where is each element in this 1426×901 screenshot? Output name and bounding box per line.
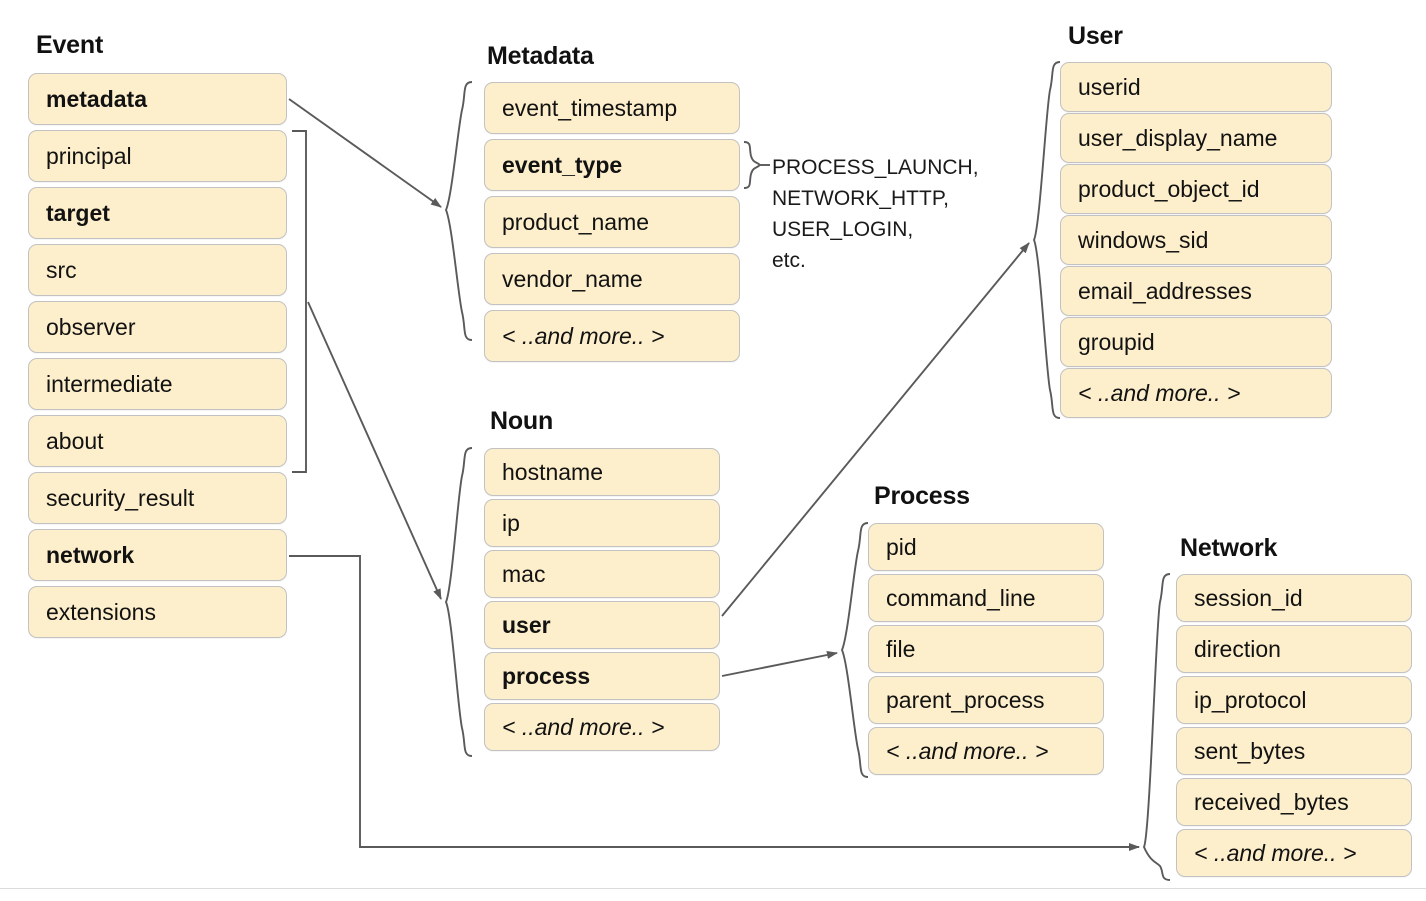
brace-noun <box>444 447 473 757</box>
field-user-groupid[interactable]: groupid <box>1060 317 1332 367</box>
brace-event-type <box>743 141 762 189</box>
field-event-principal[interactable]: principal <box>28 130 287 182</box>
field-process-file[interactable]: file <box>868 625 1104 673</box>
field-metadata-product-name[interactable]: product_name <box>484 196 740 248</box>
field-event-extensions[interactable]: extensions <box>28 586 287 638</box>
field-event-src[interactable]: src <box>28 244 287 296</box>
bottom-divider <box>0 888 1426 889</box>
group-title-metadata: Metadata <box>487 42 594 70</box>
brace-process <box>840 522 869 778</box>
field-event-security-result[interactable]: security_result <box>28 472 287 524</box>
field-event-about[interactable]: about <box>28 415 287 467</box>
link-metadata <box>288 98 442 208</box>
field-event-metadata[interactable]: metadata <box>28 73 287 125</box>
event-type-values-note: PROCESS_LAUNCH, NETWORK_HTTP, USER_LOGIN… <box>772 156 979 272</box>
field-network-and-more[interactable]: < ..and more.. > <box>1176 829 1412 877</box>
group-title-process: Process <box>874 482 970 510</box>
field-user-windows-sid[interactable]: windows_sid <box>1060 215 1332 265</box>
field-event-target[interactable]: target <box>28 187 287 239</box>
field-user-and-more[interactable]: < ..and more.. > <box>1060 368 1332 418</box>
field-user-email-addresses[interactable]: email_addresses <box>1060 266 1332 316</box>
field-event-observer[interactable]: observer <box>28 301 287 353</box>
group-title-network: Network <box>1180 534 1278 562</box>
field-event-intermediate[interactable]: intermediate <box>28 358 287 410</box>
field-event-network[interactable]: network <box>28 529 287 581</box>
field-network-direction[interactable]: direction <box>1176 625 1412 673</box>
field-noun-mac[interactable]: mac <box>484 550 720 598</box>
field-metadata-vendor-name[interactable]: vendor_name <box>484 253 740 305</box>
field-metadata-and-more[interactable]: < ..and more.. > <box>484 310 740 362</box>
field-network-received-bytes[interactable]: received_bytes <box>1176 778 1412 826</box>
group-title-noun: Noun <box>490 407 554 435</box>
field-process-pid[interactable]: pid <box>868 523 1104 571</box>
field-user-user-display-name[interactable]: user_display_name <box>1060 113 1332 163</box>
field-process-command-line[interactable]: command_line <box>868 574 1104 622</box>
brace-user <box>1032 61 1061 419</box>
group-title-user: User <box>1068 22 1123 50</box>
bracket-event-nouns <box>292 130 307 473</box>
field-metadata-event-type[interactable]: event_type <box>484 139 740 191</box>
link-noun-process-to-process <box>721 651 838 677</box>
field-user-userid[interactable]: userid <box>1060 62 1332 112</box>
field-metadata-event-timestamp[interactable]: event_timestamp <box>484 82 740 134</box>
group-title-event: Event <box>36 31 104 59</box>
field-noun-and-more[interactable]: < ..and more.. > <box>484 703 720 751</box>
field-network-ip-protocol[interactable]: ip_protocol <box>1176 676 1412 724</box>
field-network-session-id[interactable]: session_id <box>1176 574 1412 622</box>
brace-metadata <box>444 81 473 341</box>
brace-network <box>1142 573 1171 881</box>
field-noun-user[interactable]: user <box>484 601 720 649</box>
field-noun-hostname[interactable]: hostname <box>484 448 720 496</box>
field-noun-ip[interactable]: ip <box>484 499 720 547</box>
field-process-and-more[interactable]: < ..and more.. > <box>868 727 1104 775</box>
field-process-parent-process[interactable]: parent_process <box>868 676 1104 724</box>
field-user-product-object-id[interactable]: product_object_id <box>1060 164 1332 214</box>
field-network-sent-bytes[interactable]: sent_bytes <box>1176 727 1412 775</box>
field-noun-process[interactable]: process <box>484 652 720 700</box>
link-event-nouns-to-noun <box>307 301 442 600</box>
